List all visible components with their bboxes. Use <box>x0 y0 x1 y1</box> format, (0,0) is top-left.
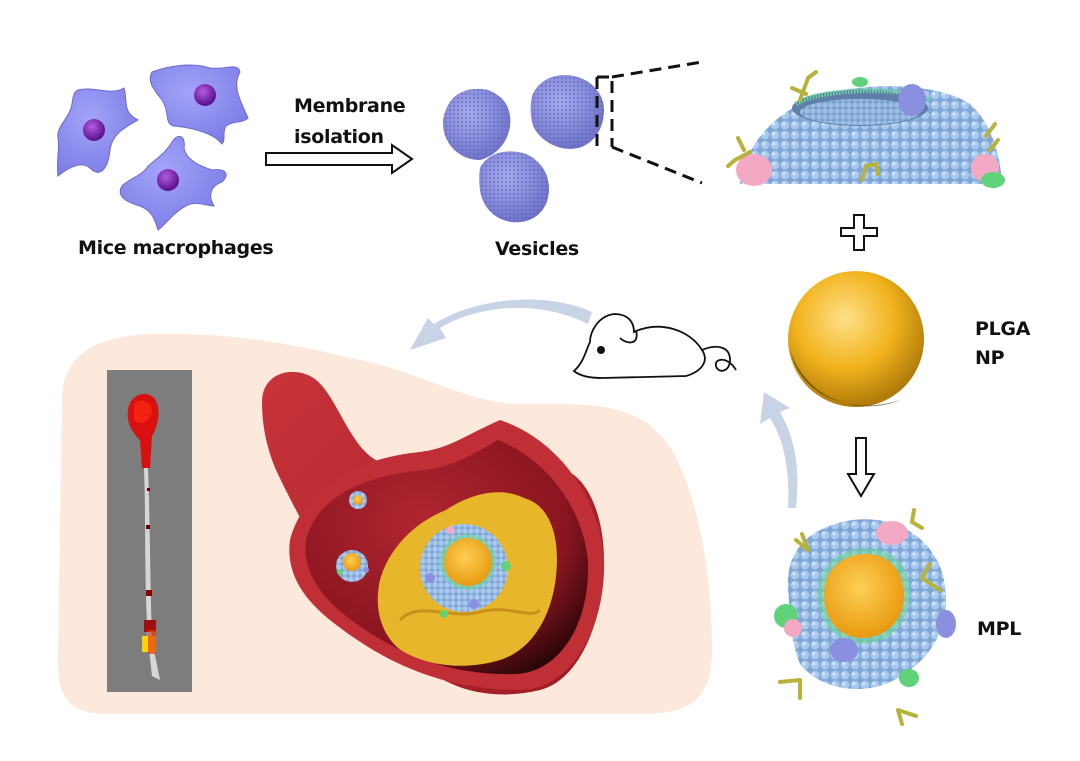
vesicle-1 <box>442 88 511 160</box>
vesicle-3 <box>479 151 550 223</box>
zoom-indicator <box>595 60 703 185</box>
nucleus-icon <box>83 119 105 141</box>
macrophage-cell-3 <box>119 135 227 231</box>
mpl-particle-small-2 <box>336 550 369 582</box>
blood-vessel-cross-section <box>262 371 605 695</box>
curved-arrow-to-plaque <box>410 299 592 350</box>
mpl-particle-small-1 <box>349 491 367 509</box>
membrane-zoom-inset <box>703 62 1019 188</box>
mpl-particle-large <box>420 524 511 618</box>
mouse-eye <box>597 346 605 354</box>
fluorescence-aorta-image <box>107 370 192 692</box>
curved-arrow-to-mouse <box>760 392 798 508</box>
label-mice-macrophages: Mice macrophages <box>78 237 274 259</box>
plga-nanoparticle <box>788 271 924 407</box>
label-vesicles: Vesicles <box>495 238 579 260</box>
label-mpl: MPL <box>977 618 1022 640</box>
macrophage-cell-1 <box>56 87 140 177</box>
macrophage-cell-2 <box>149 64 249 145</box>
label-membrane: Membrane <box>294 95 406 117</box>
plus-icon <box>840 214 878 251</box>
membrane-isolation-arrow <box>265 143 414 175</box>
nucleus-icon <box>194 84 216 106</box>
mouse-icon <box>572 313 737 379</box>
mpl-particle <box>774 508 956 726</box>
label-np: NP <box>975 347 1005 369</box>
vesicle-2 <box>530 74 604 149</box>
label-plga: PLGA <box>975 318 1031 340</box>
down-arrow <box>846 437 876 498</box>
nucleus-icon <box>157 169 179 191</box>
label-isolation: isolation <box>294 126 384 148</box>
